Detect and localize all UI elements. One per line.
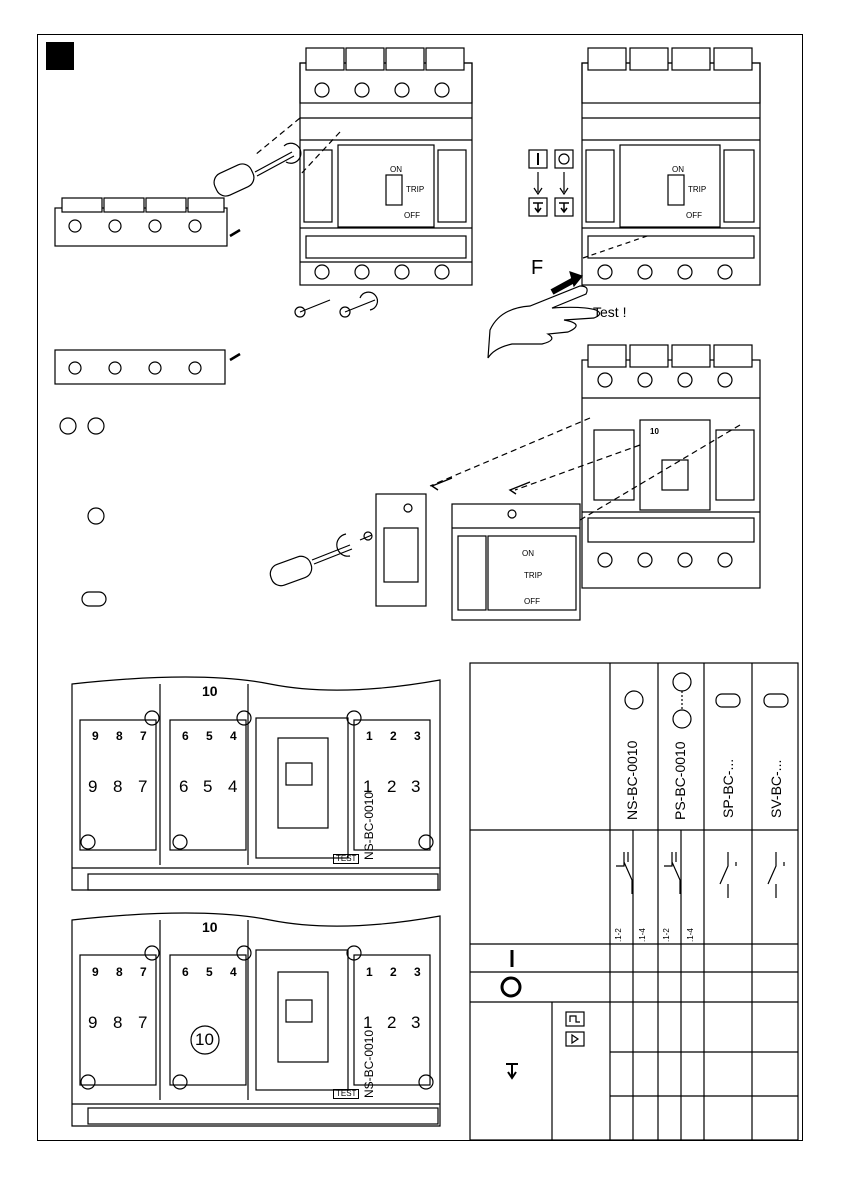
screwdriver-lower bbox=[268, 532, 372, 589]
terminal-1-top: 1 bbox=[366, 730, 373, 742]
terminal-3-bottom: 3 bbox=[414, 966, 421, 978]
terminal-8-bottom: 8 bbox=[116, 966, 123, 978]
terminal-7-bottom: 7 bbox=[140, 966, 147, 978]
terminal-7-top: 7 bbox=[140, 730, 147, 742]
on-label-2: ON bbox=[672, 166, 684, 174]
column-sp-bc: SP-BC-... bbox=[720, 759, 736, 818]
breaker-top-center bbox=[300, 48, 472, 285]
terminal-9-big-bottom: 9 bbox=[88, 1014, 97, 1031]
test-tag-bottom: TEST bbox=[333, 1089, 359, 1099]
contact-1-2-a: .1-2 bbox=[614, 928, 623, 942]
column-sv-bc: SV-BC-... bbox=[768, 760, 784, 818]
position-ten-bottom: 10 bbox=[202, 920, 218, 934]
terminal-9-bottom: 9 bbox=[92, 966, 99, 978]
terminal-2-bottom: 2 bbox=[390, 966, 397, 978]
terminal-8-big-top: 8 bbox=[113, 778, 122, 795]
contact-1-2-b: .1-2 bbox=[662, 928, 671, 942]
test-label: Test ! bbox=[593, 305, 626, 319]
terminal-6-top: 6 bbox=[182, 730, 189, 742]
off-label-3: OFF bbox=[524, 598, 540, 606]
terminal-cover-upper bbox=[55, 198, 240, 246]
terminal-2-big-top: 2 bbox=[387, 778, 396, 795]
terminal-4-top: 4 bbox=[230, 730, 237, 742]
contact-1-4-b: .1-4 bbox=[686, 928, 695, 942]
test-tag-top: TEST bbox=[333, 854, 359, 864]
terminal-2-big-bottom: 2 bbox=[387, 1014, 396, 1031]
accessory-code-top: NS-BC-0010 bbox=[362, 792, 376, 860]
terminal-9-top: 9 bbox=[92, 730, 99, 742]
terminal-5-bottom: 5 bbox=[206, 966, 213, 978]
terminal-4-big-top: 4 bbox=[228, 778, 237, 795]
terminal-8-big-bottom: 8 bbox=[113, 1014, 122, 1031]
terminal-8-top: 8 bbox=[116, 730, 123, 742]
trip-label-1: TRIP bbox=[406, 186, 424, 194]
terminal-6-big-top: 6 bbox=[179, 778, 188, 795]
trip-label-2: TRIP bbox=[688, 186, 706, 194]
force-label: F bbox=[531, 258, 543, 278]
module-wide bbox=[452, 504, 580, 620]
terminal-1-bottom: 1 bbox=[366, 966, 373, 978]
off-label-2: OFF bbox=[686, 212, 702, 220]
module-narrow bbox=[376, 494, 426, 606]
terminal-6-bottom: 6 bbox=[182, 966, 189, 978]
screws-bottom bbox=[295, 292, 377, 317]
contact-table bbox=[470, 663, 798, 1140]
screwdriver-upper bbox=[211, 143, 301, 199]
position-ten-breaker: 10 bbox=[650, 428, 659, 436]
terminal-3-big-bottom: 3 bbox=[411, 1014, 420, 1031]
terminal-5-top: 5 bbox=[206, 730, 213, 742]
trip-label-3: TRIP bbox=[524, 572, 542, 580]
terminal-4-bottom: 4 bbox=[230, 966, 237, 978]
accessory-code-bottom: NS-BC-0010 bbox=[362, 1030, 376, 1098]
detail-panel-bottom bbox=[72, 913, 440, 1126]
terminal-3-top: 3 bbox=[414, 730, 421, 742]
off-label-1: OFF bbox=[404, 212, 420, 220]
detail-panel-top bbox=[72, 677, 440, 890]
terminal-3-big-top: 3 bbox=[411, 778, 420, 795]
terminal-9-big-top: 9 bbox=[88, 778, 97, 795]
position-ten-top: 10 bbox=[202, 684, 218, 698]
column-ns-bc-0010: NS-BC-0010 bbox=[624, 741, 640, 820]
terminal-7-big-bottom: 7 bbox=[138, 1014, 147, 1031]
position-ten-installed: 10 bbox=[195, 1031, 214, 1048]
terminal-2-top: 2 bbox=[390, 730, 397, 742]
on-label-1: ON bbox=[390, 166, 402, 174]
contact-1-4-a: .1-4 bbox=[638, 928, 647, 942]
column-ps-bc-0010: PS-BC-0010 bbox=[672, 741, 688, 820]
terminal-1-big-bottom: 1 bbox=[363, 1014, 372, 1031]
terminal-7-big-top: 7 bbox=[138, 778, 147, 795]
terminal-5-big-top: 5 bbox=[203, 778, 212, 795]
terminal-cover-lower bbox=[55, 350, 240, 384]
on-label-3: ON bbox=[522, 550, 534, 558]
